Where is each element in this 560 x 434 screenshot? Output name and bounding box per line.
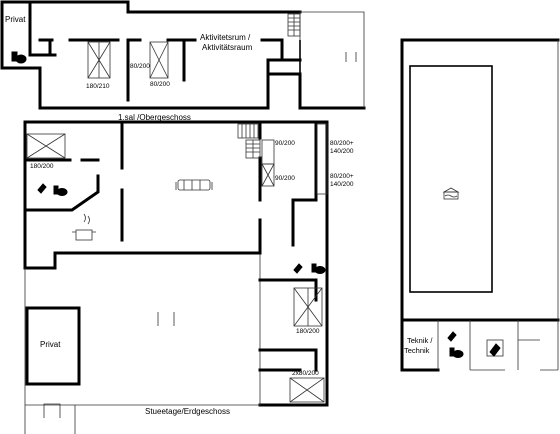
ground-floor: 180/200 90/200 90/200 80/200+ 140/200 80… [23, 120, 354, 434]
shower-icon [447, 331, 457, 342]
pool [409, 65, 493, 293]
shower-icon [37, 183, 47, 194]
bed-upper-3 [149, 41, 169, 79]
bed-ground-right [316, 123, 328, 195]
room-technik-line2: Technik [404, 346, 430, 355]
bed-label-upper-2: 80/200 [130, 63, 150, 70]
upper-floor: Privat Aktivitetsrum / Aktivitätsraum 18… [0, 0, 366, 122]
toilet-icon [449, 347, 464, 358]
room-activity-line2: Aktivitätsraum [202, 43, 253, 52]
bed-label-ground-mid-2: 90/200 [275, 175, 295, 182]
bed-label-ground-right-1a: 80/200+ [330, 140, 354, 147]
bed-label-ground-left: 180/200 [30, 163, 54, 170]
bed-label-upper-3: 80/200 [150, 81, 170, 88]
bed-label-ground-right-2b: 140/200 [330, 181, 354, 188]
bed-label-ground-bath: 180/200 [296, 328, 320, 335]
room-privat-bottom [25, 306, 81, 386]
floor-label-ground: Stueetage/Erdgeschoss [145, 407, 230, 416]
pool-icon [442, 187, 460, 200]
room-privat-bottom-label: Privat [40, 340, 61, 349]
bed-label-ground-mid-1: 90/200 [275, 140, 295, 147]
stairs-icon [287, 13, 301, 37]
sofa-icon [175, 179, 213, 191]
bed-label-ground-right-1b: 140/200 [330, 148, 354, 155]
room-activity-line1: Aktivitetsrum / [200, 33, 251, 42]
room-privat-top: Privat [5, 15, 26, 24]
pool-building: Teknik / Technik [400, 38, 560, 372]
bed-ground-left [26, 133, 66, 159]
room-technik-line1: Teknik / [407, 336, 433, 345]
toilet-icon [11, 51, 27, 64]
bed-label-upper-1: 180/210 [86, 83, 110, 90]
bed-label-ground-right-2a: 80/200+ [330, 173, 354, 180]
toilet-icon [53, 185, 68, 196]
cooking-pot-icon [72, 213, 96, 241]
bed-label-ground-bunk: 2x80/200 [292, 370, 319, 377]
floor-label-upper: 1.sal /Obergeschoss [118, 113, 191, 122]
shower-icon [293, 263, 303, 274]
bed-ground-mid-1 [261, 139, 275, 165]
toilet-icon [311, 263, 326, 274]
stairs-icon [237, 123, 261, 159]
bed-ground-bunk [289, 377, 325, 403]
washing-machine-icon [486, 339, 504, 357]
